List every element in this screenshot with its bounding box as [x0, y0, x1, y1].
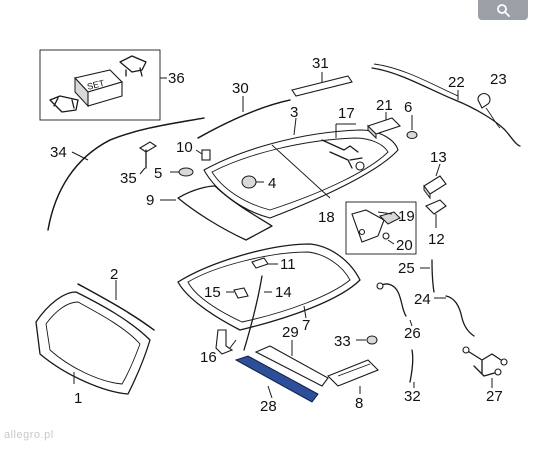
part-35-bolt: [138, 141, 158, 175]
part-15-clip: [226, 287, 249, 299]
part-31-strip: [291, 72, 353, 97]
part-13-bracket: [423, 163, 447, 200]
part-17-mechanism: [321, 123, 365, 171]
callout-24: 24: [414, 291, 431, 308]
part-36-kit-box: SET: [39, 49, 167, 121]
part-4-knob: [241, 175, 264, 189]
watermark: allegro.pl: [4, 429, 54, 441]
callout-20: 20: [396, 237, 413, 254]
part-6-grommet: [406, 115, 418, 139]
callout-7: 7: [302, 317, 310, 334]
callout-13: 13: [430, 149, 447, 166]
part-9-frame: [160, 185, 273, 241]
kit-set-label: SET: [86, 78, 106, 92]
callout-9: 9: [146, 192, 154, 209]
callout-26: 26: [404, 325, 421, 342]
callout-30: 30: [232, 80, 249, 97]
callout-14: 14: [275, 284, 292, 301]
part-29-rail: [254, 340, 329, 387]
callout-4: 4: [268, 175, 276, 192]
part-33-grommet: [356, 335, 378, 345]
callout-15: 15: [204, 284, 221, 301]
callout-10: 10: [176, 139, 193, 156]
part-18-20-assembly: [345, 201, 417, 255]
part-11-clip: [251, 257, 278, 269]
zoom-badge[interactable]: [478, 0, 528, 20]
callout-22: 22: [448, 74, 465, 91]
callout-29: 29: [282, 324, 299, 341]
part-7-front-roof-frame: [177, 243, 361, 331]
callout-8: 8: [355, 395, 363, 412]
part-3-roof-panel: [203, 117, 399, 219]
callout-33: 33: [334, 333, 351, 350]
callout-2: 2: [110, 266, 118, 283]
callout-34: 34: [50, 144, 67, 161]
callout-6: 6: [404, 99, 412, 116]
callout-25: 25: [398, 260, 415, 277]
part-24-hose: [434, 295, 475, 337]
part-22-cable: [371, 63, 521, 147]
callout-12: 12: [428, 231, 445, 248]
part-23-clip: [477, 93, 501, 129]
callout-28: 28: [260, 398, 277, 415]
part-1-windshield-frame: [35, 291, 151, 395]
part-10-clip: [195, 149, 211, 161]
callout-5: 5: [154, 165, 162, 182]
callout-27: 27: [486, 388, 503, 405]
part-21-cover: [366, 112, 402, 140]
callout-32: 32: [404, 388, 421, 405]
callout-31: 31: [312, 55, 329, 72]
part-32-strip: [409, 349, 415, 388]
part-27-harness: [462, 346, 508, 388]
callout-17: 17: [338, 105, 355, 122]
part-30-seal: [197, 96, 291, 139]
callout-3: 3: [290, 104, 298, 121]
callout-11: 11: [280, 256, 296, 273]
callout-35: 35: [120, 170, 137, 187]
part-26-wire: [376, 282, 413, 327]
callout-1: 1: [74, 390, 82, 407]
part-25-rod: [420, 259, 435, 293]
callout-36: 36: [168, 70, 185, 87]
part-16-bracket: [215, 329, 237, 355]
magnifier-icon: [497, 4, 510, 17]
callout-23: 23: [490, 71, 507, 88]
callout-labels: 1 2 3 4 5 6 7 8 9 10 11 12 13 14 15 16 1…: [50, 55, 507, 415]
callout-18: 18: [318, 209, 335, 226]
highlight-shape: [234, 355, 319, 403]
part-34-side-seal: [47, 117, 205, 231]
callout-19: 19: [398, 208, 415, 225]
callout-16: 16: [200, 349, 217, 366]
part-8-trim: [327, 359, 379, 394]
part-28-highlighted-seal: [234, 355, 319, 403]
callout-21: 21: [376, 97, 393, 114]
part-5-cap: [170, 167, 194, 177]
part-14-strut: [243, 275, 272, 351]
part-12-bracket: [425, 199, 447, 228]
part-2-header-seal: [77, 280, 155, 331]
